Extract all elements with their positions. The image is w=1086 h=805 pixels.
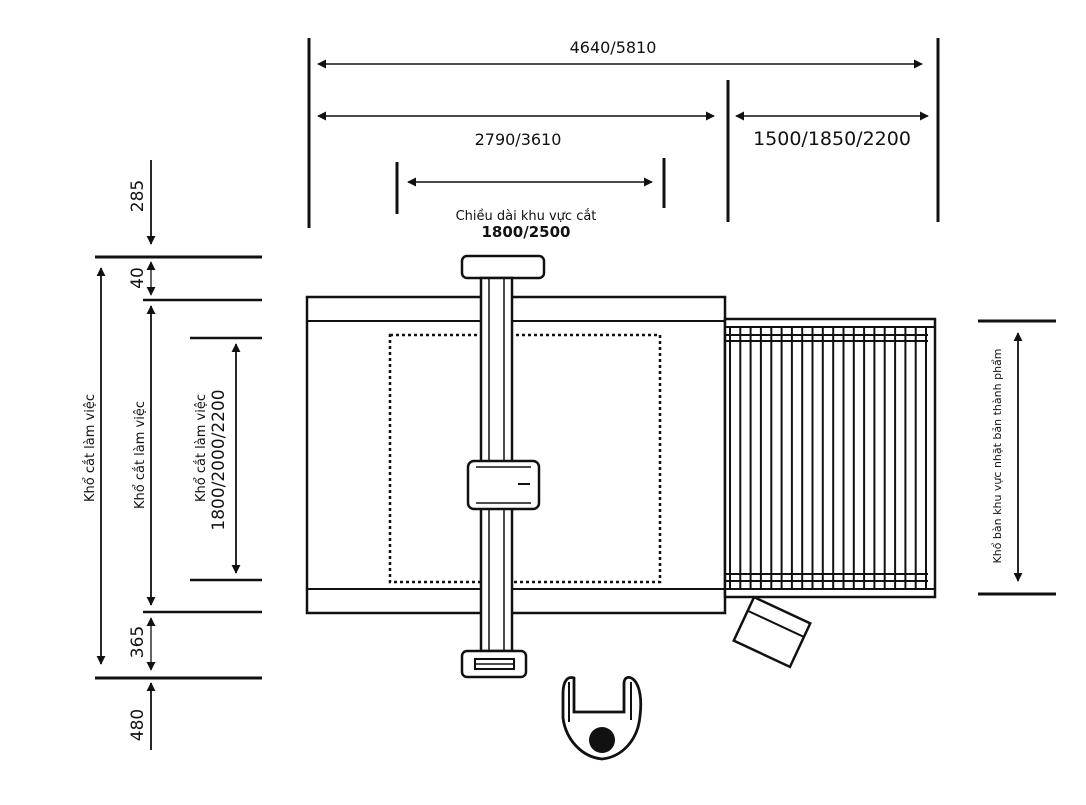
label-table-length: 2790/3610 — [475, 130, 562, 149]
label-top-margin: 40 — [128, 267, 148, 289]
label-bottom-offset: 480 — [128, 709, 148, 741]
cutting-area-outline — [388, 333, 662, 584]
label-bottom-margin: 365 — [128, 626, 148, 658]
operator-body — [561, 676, 643, 761]
label-conveyor-width: Khổ bàn khu vực nhặt bản thành phẩm — [991, 349, 1004, 564]
conveyor-slats — [729, 327, 927, 589]
label-cutting-area-length: 1800/2500 — [482, 223, 571, 241]
cutting-table — [305, 295, 727, 615]
top-dimensions — [307, 38, 940, 228]
label-outer-width: Khổ cắt làm việc — [83, 394, 98, 502]
operator-figure — [561, 676, 643, 761]
label-conveyor-length: 1500/1850/2200 — [753, 128, 911, 150]
label-inner-width: Khổ cắt làm việc — [194, 394, 209, 502]
label-cutting-area-caption: Chiều dài khu vực cắt — [456, 209, 597, 224]
label-top-offset: 285 — [128, 180, 148, 212]
cutting-head — [466, 459, 541, 511]
left-dimensions — [95, 160, 262, 750]
gantry — [460, 254, 546, 679]
label-mid-width: Khổ cắt làm việc — [133, 401, 148, 509]
right-dimensions — [978, 319, 1056, 596]
table-frame — [305, 295, 727, 615]
gantry-top-end — [460, 254, 546, 280]
label-inner-width-value: 1800/2000/2200 — [209, 389, 229, 530]
conveyor-frame — [723, 317, 937, 599]
pickup-bin-body — [732, 595, 812, 669]
label-total-length: 4640/5810 — [570, 38, 657, 57]
pickup-bin-divider — [747, 609, 805, 638]
pickup-bin — [732, 595, 812, 669]
operator-head — [589, 727, 615, 753]
conveyor — [723, 317, 937, 599]
